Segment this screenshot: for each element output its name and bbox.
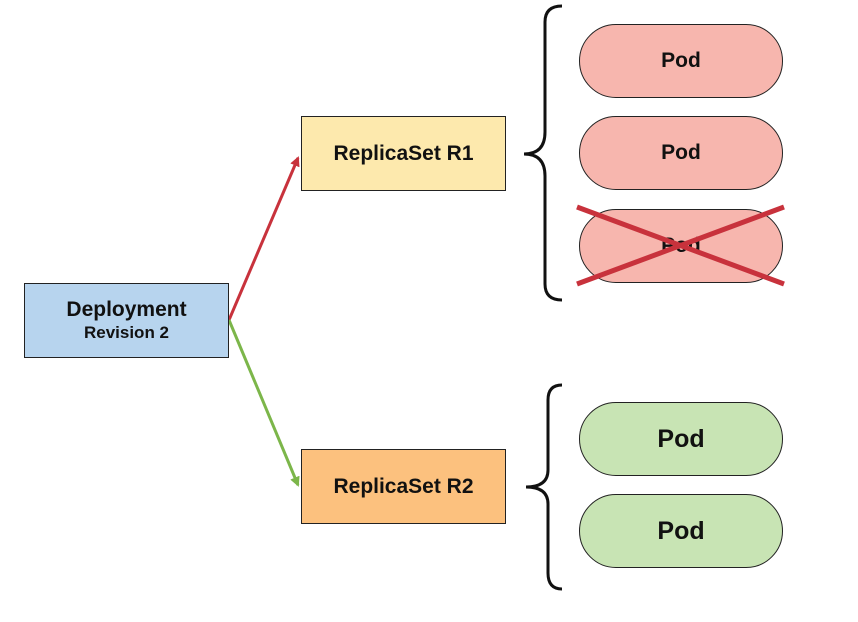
- arrow-deployment-to-r2: [227, 319, 300, 487]
- deployment-title: Deployment: [66, 297, 187, 321]
- brace-r2: [525, 383, 563, 591]
- pod-r1-2: Pod: [579, 116, 783, 190]
- arrow-deployment-to-r1: [227, 156, 300, 321]
- brace-r1: [523, 4, 563, 302]
- replicaset-r2-box: ReplicaSet R2: [301, 449, 506, 524]
- pod-r2-1: Pod: [579, 402, 783, 476]
- pod-r1-3-terminated: Pod: [579, 209, 783, 283]
- deployment-revision: Revision 2: [83, 322, 170, 342]
- replicaset-r1-box: ReplicaSet R1: [301, 116, 506, 191]
- pod-r2-2: Pod: [579, 494, 783, 568]
- deployment-box: Deployment Revision 2: [24, 283, 229, 358]
- pod-r1-1: Pod: [579, 24, 783, 98]
